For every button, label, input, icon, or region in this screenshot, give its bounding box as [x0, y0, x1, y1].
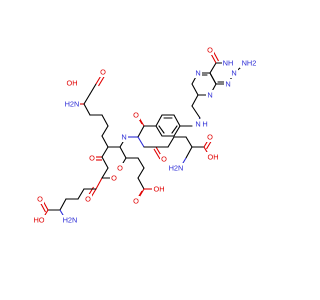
bond [95, 177, 103, 190]
bond [59, 198, 67, 211]
atom-label-nh: NH [223, 59, 234, 68]
atom-label-h2n: H2N [63, 216, 78, 225]
bond [191, 105, 201, 119]
atom-label-n: N [231, 69, 236, 78]
bond [101, 156, 109, 169]
atom-label-n: N [121, 133, 126, 142]
bond-layer [39, 49, 247, 221]
atom-label-o: O [133, 197, 139, 206]
atom-label-n: N [207, 91, 212, 100]
bond [101, 114, 109, 127]
atom-label-o: O [85, 195, 91, 204]
bond [158, 125, 165, 134]
molecule-structure: OH H2N O O NH NH2 N N N N N H O O N [32, 45, 256, 225]
atom-label-h2n: H2N [169, 164, 184, 173]
bond [83, 93, 91, 105]
bond [98, 75, 105, 87]
bond [137, 167, 145, 179]
bond [137, 157, 145, 169]
atom-label-oh: OH [66, 79, 77, 88]
bond [185, 136, 193, 148]
bond [137, 177, 145, 190]
atom-label-h2n: H2N [65, 100, 80, 109]
atom-label-h: H [202, 120, 207, 129]
bond [77, 188, 85, 200]
atom-label-layer: OH H2N O O NH NH2 N N N N N H O O N [32, 45, 256, 225]
atom-label-o: O [207, 46, 213, 55]
atom-label-o: O [37, 195, 43, 204]
atom-label-oh: OH [207, 153, 218, 162]
atom-label-o: O [133, 111, 139, 120]
atom-label-o: O [100, 68, 106, 77]
bond [101, 135, 109, 148]
bond [137, 125, 145, 138]
bond [137, 136, 145, 148]
bond [101, 167, 109, 179]
atom-label-o: O [111, 174, 117, 183]
atom-label-n: N [195, 69, 200, 78]
atom-label-o: O [117, 164, 123, 173]
atom-label-nh2: NH2 [242, 59, 257, 68]
bond [101, 146, 109, 158]
bond [185, 146, 193, 159]
atom-label-oh: OH [153, 185, 164, 194]
bond [171, 125, 178, 134]
molecule-canvas: OH H2N O O NH NH2 N N N N N H O O N [32, 45, 257, 225]
atom-label-o: O [89, 154, 95, 163]
atom-label-o: O [161, 155, 167, 164]
bond [153, 148, 161, 160]
atom-label-n: N [225, 80, 230, 89]
bond [191, 94, 199, 107]
bond [101, 125, 109, 137]
atom-label-n: N [195, 120, 200, 129]
bond [167, 136, 175, 148]
bond [119, 146, 127, 159]
bond [89, 83, 97, 95]
atom-label-o: O [207, 133, 213, 142]
bond [83, 103, 91, 116]
atom-label-ho: HO [33, 216, 44, 225]
